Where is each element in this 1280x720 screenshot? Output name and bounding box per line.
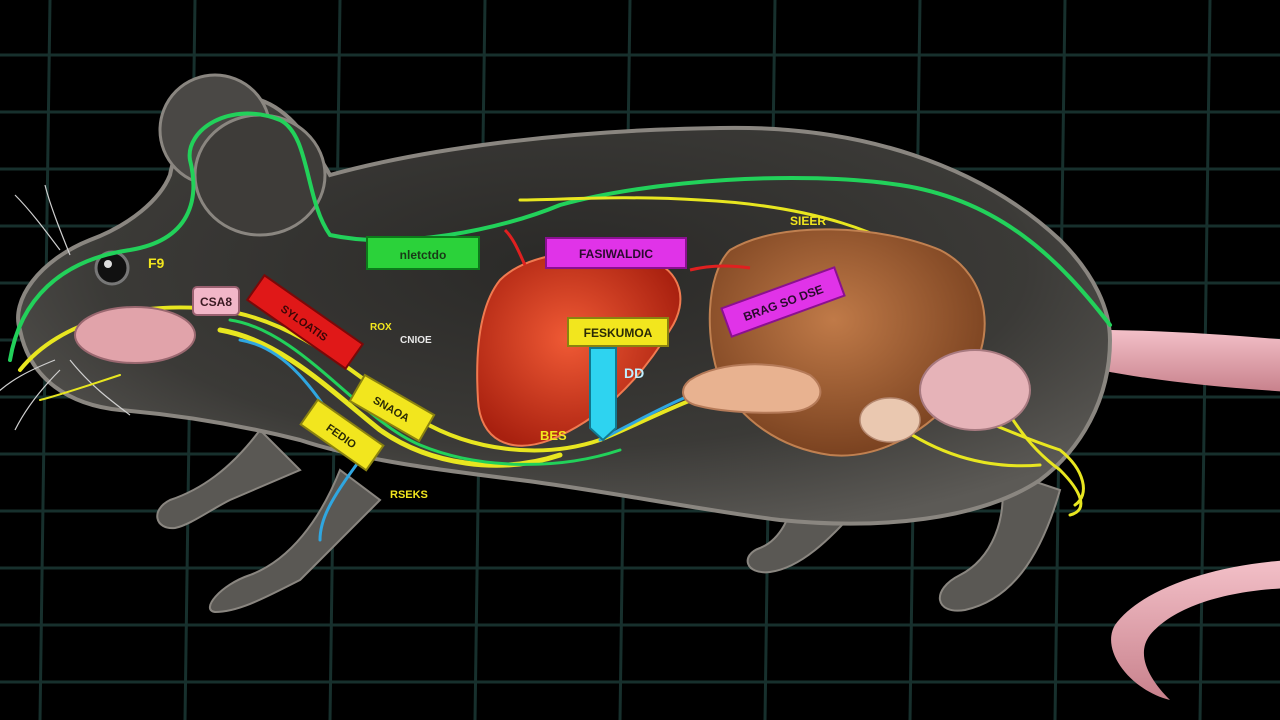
- tag-magenta-top: FASIWALDIC: [545, 237, 687, 269]
- label-tags: nletctdo FASIWALDIC BRAG SO DSE FESKUMOA…: [192, 236, 846, 472]
- tag-yellow-center: FESKUMOA: [567, 317, 669, 347]
- text-mid2: CNIOE: [400, 335, 432, 346]
- intestine: [682, 363, 822, 414]
- loose-labels: F9 ROX CNIOE BES SIEER RSEKS: [148, 214, 826, 501]
- nasal-organ: [74, 306, 196, 364]
- text-head: F9: [148, 255, 165, 271]
- tag-cyan: DD: [589, 347, 644, 442]
- tag-green: nletctdo: [366, 236, 480, 270]
- kidney: [919, 349, 1031, 431]
- tag-cyan-text: DD: [624, 365, 644, 381]
- text-bes: BES: [540, 428, 567, 443]
- text-legs: RSEKS: [390, 489, 428, 501]
- whiskers: [0, 184, 131, 431]
- heart-vessels: [503, 228, 751, 272]
- eye-highlight: [104, 260, 112, 268]
- text-mid: ROX: [370, 322, 392, 333]
- text-sider: SIEER: [790, 214, 826, 228]
- tag-pink-text: CSA8: [200, 295, 232, 309]
- ears: [158, 73, 327, 237]
- tag-yellow-lower: SNAOA: [348, 373, 436, 443]
- tag-green-text: nletctdo: [400, 248, 447, 262]
- tail: [1100, 330, 1280, 392]
- tag-pink: CSA8: [192, 286, 240, 316]
- tail-tip: [1111, 560, 1280, 700]
- front-legs: [156, 428, 382, 614]
- tag-yellow-center-text: FESKUMOA: [584, 326, 653, 340]
- spleen: [859, 397, 921, 443]
- tag-magenta-top-text: FASIWALDIC: [579, 247, 653, 261]
